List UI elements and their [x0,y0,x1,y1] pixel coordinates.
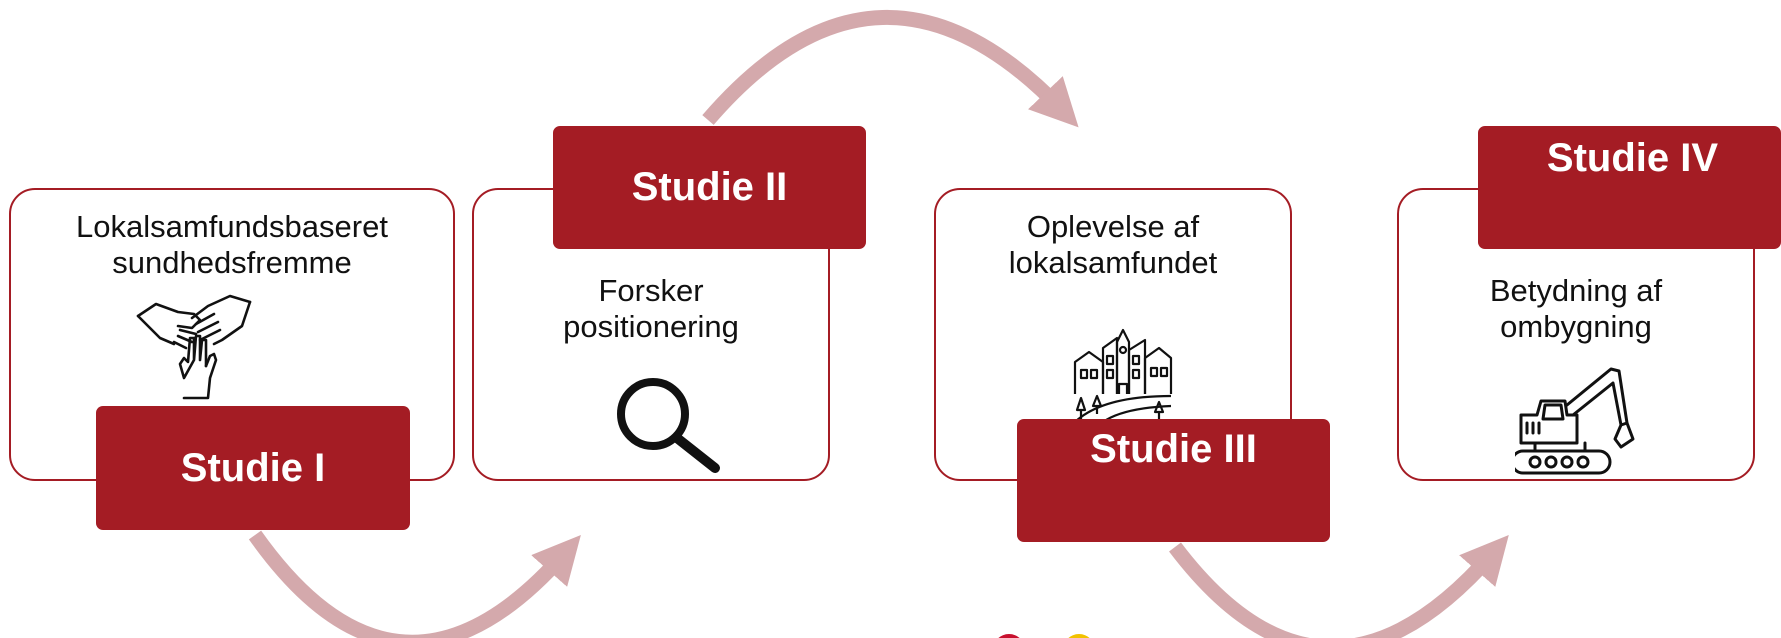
label-studie-4: Studie IV [1478,126,1781,249]
card-study-1-text: Lokalsamfundsbaseret sundhedsfremme [76,209,388,280]
card-study-4-text: Betydning af ombygning [1489,273,1663,344]
label-studie-2: Studie II [553,126,866,249]
decor-dot-red [998,634,1020,638]
card-study-2-text: Forsker positionering [563,273,739,344]
arrow-study2-to-study3 [702,10,1079,128]
card-study-3-text: Oplevelse af lokalsamfundet [1008,209,1218,280]
hands-together-icon [136,294,252,400]
label-studie-3: Studie III [1017,419,1330,542]
arrow-study1-to-study2 [248,530,581,638]
town-icon [1073,328,1173,423]
arrow-study3-to-study4 [1169,534,1509,638]
magnifier-icon [617,378,720,473]
decor-dot-yellow [1068,634,1090,638]
label-studie-1: Studie I [96,406,410,530]
excavator-icon [1515,367,1635,475]
